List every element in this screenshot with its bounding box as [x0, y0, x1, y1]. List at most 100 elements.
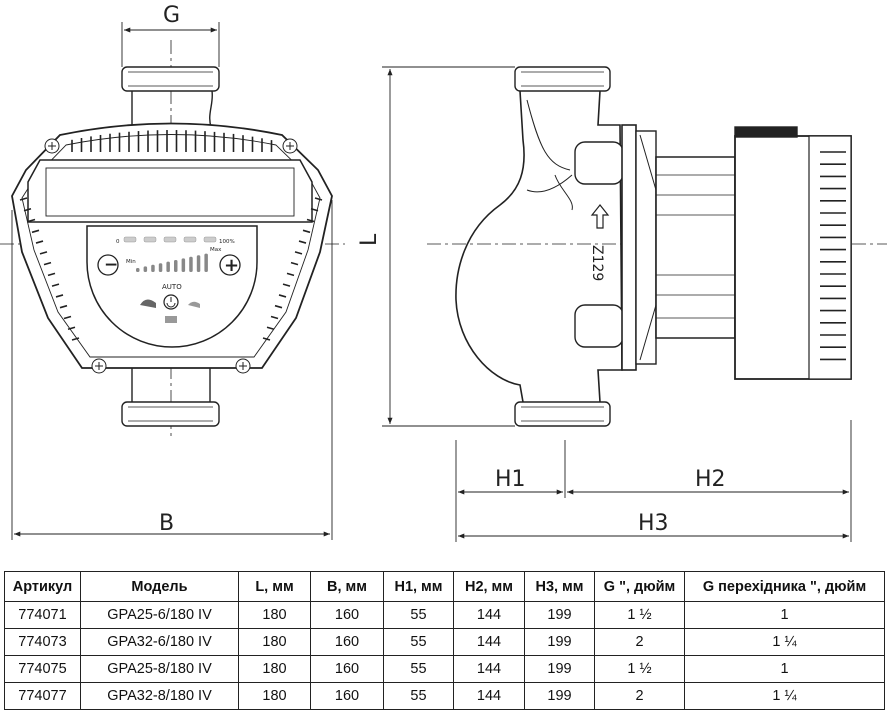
table-cell: GPA32-6/180 IV	[80, 628, 239, 656]
header-l: L, мм	[238, 571, 311, 602]
side-view	[427, 66, 887, 427]
table-cell: 180	[238, 682, 311, 710]
fin	[43, 261, 52, 266]
header-g: G ", дюйм	[594, 571, 685, 602]
fin	[71, 337, 80, 341]
side-bottom-flange	[514, 401, 611, 427]
label-h2: H2	[695, 467, 726, 492]
table-cell: 144	[453, 628, 525, 656]
fin	[310, 208, 319, 212]
table-cell: 2	[594, 682, 685, 710]
min-label: Min	[126, 259, 136, 265]
fin	[55, 294, 64, 298]
fin	[290, 261, 299, 266]
led	[143, 236, 157, 243]
table-cell: 160	[310, 628, 384, 656]
fin	[286, 272, 295, 277]
table-cell: 180	[238, 628, 311, 656]
table-cell: 1 ½	[594, 655, 685, 683]
table-cell: 2	[594, 628, 685, 656]
table-cell: 144	[453, 682, 525, 710]
dimension-l	[382, 66, 515, 427]
level-bar	[158, 263, 163, 272]
table-cell: 1	[684, 601, 885, 629]
fin	[314, 197, 323, 201]
table-row: 774075 GPA25-8/180 IV 180 160 55 144 199…	[4, 655, 885, 683]
fin	[47, 272, 56, 277]
header-h2: H2, мм	[453, 571, 525, 602]
front-panel-text: − + Min Max 0 100% AUTO	[104, 239, 239, 291]
header-g-adapter: G перехідника ", дюйм	[684, 571, 885, 602]
table-cell: 774075	[4, 655, 81, 683]
table-cell: 774071	[4, 601, 81, 629]
level-bar	[189, 256, 193, 272]
header-model: Модель	[80, 571, 239, 602]
table-cell: 1 ¼	[684, 682, 885, 710]
mode-right-icon	[188, 301, 200, 308]
body-marking: Z129	[589, 245, 605, 281]
table-cell: 55	[383, 682, 454, 710]
control-panel	[86, 225, 258, 348]
led	[123, 236, 137, 243]
plus-button	[219, 254, 241, 276]
hundred-label: 100%	[219, 239, 235, 245]
table-row: 774071 GPA25-6/180 IV 180 160 55 144 199…	[4, 601, 885, 629]
table-cell: 1 ½	[594, 601, 685, 629]
zero-label: 0	[116, 239, 120, 245]
level-bar	[136, 268, 140, 272]
table-cell: 55	[383, 628, 454, 656]
table-cell: 199	[524, 682, 595, 710]
table-cell: 144	[453, 601, 525, 629]
header-h1: H1, мм	[383, 571, 454, 602]
house-icon	[165, 316, 177, 323]
table-cell: 55	[383, 601, 454, 629]
level-bars	[136, 253, 208, 272]
fin	[19, 197, 28, 201]
max-label: Max	[210, 247, 222, 253]
table-cell: 1	[684, 655, 885, 683]
table-cell: 199	[524, 601, 595, 629]
motor-flange	[621, 124, 637, 371]
level-bar	[181, 258, 186, 272]
fin	[274, 304, 283, 309]
table-cell: 199	[524, 655, 595, 683]
led	[183, 236, 197, 243]
front-top-fins	[71, 130, 273, 152]
level-bar	[166, 261, 170, 272]
flow-arrow	[590, 204, 610, 229]
table-cell: GPA25-6/180 IV	[80, 601, 239, 629]
table-cell: 160	[310, 655, 384, 683]
minus-button	[97, 254, 119, 276]
table-row: 774073 GPA32-6/180 IV 180 160 55 144 199…	[4, 628, 885, 656]
table-cell: 199	[524, 628, 595, 656]
fin	[63, 315, 72, 320]
led-indicators	[123, 236, 217, 243]
dimension-b	[11, 200, 333, 540]
fin	[278, 294, 287, 298]
front-top-flange	[121, 66, 220, 92]
level-bar	[151, 264, 155, 272]
level-bar	[143, 266, 148, 272]
led	[163, 236, 177, 243]
fin	[294, 251, 303, 255]
led	[203, 236, 217, 243]
label-b: B	[159, 511, 174, 536]
table-cell: 774073	[4, 628, 81, 656]
label-h1: H1	[495, 467, 526, 492]
spec-table: Артикул Модель L, мм B, мм H1, мм H2, мм…	[4, 571, 885, 710]
table-cell: 160	[310, 601, 384, 629]
table-cell: 144	[453, 655, 525, 683]
table-cell: 1 ¼	[684, 628, 885, 656]
fin	[302, 229, 311, 234]
fin	[39, 251, 48, 255]
header-b: B, мм	[310, 571, 384, 602]
pump-body	[455, 90, 623, 403]
front-view	[0, 40, 345, 440]
side-top-flange	[514, 66, 611, 92]
dimension-h	[455, 420, 852, 542]
table-cell: 180	[238, 655, 311, 683]
fin	[27, 218, 36, 223]
fin	[262, 337, 271, 341]
technical-drawing: − + Min Max 0 100% AUTO G B	[0, 3, 887, 542]
fin	[266, 326, 275, 330]
